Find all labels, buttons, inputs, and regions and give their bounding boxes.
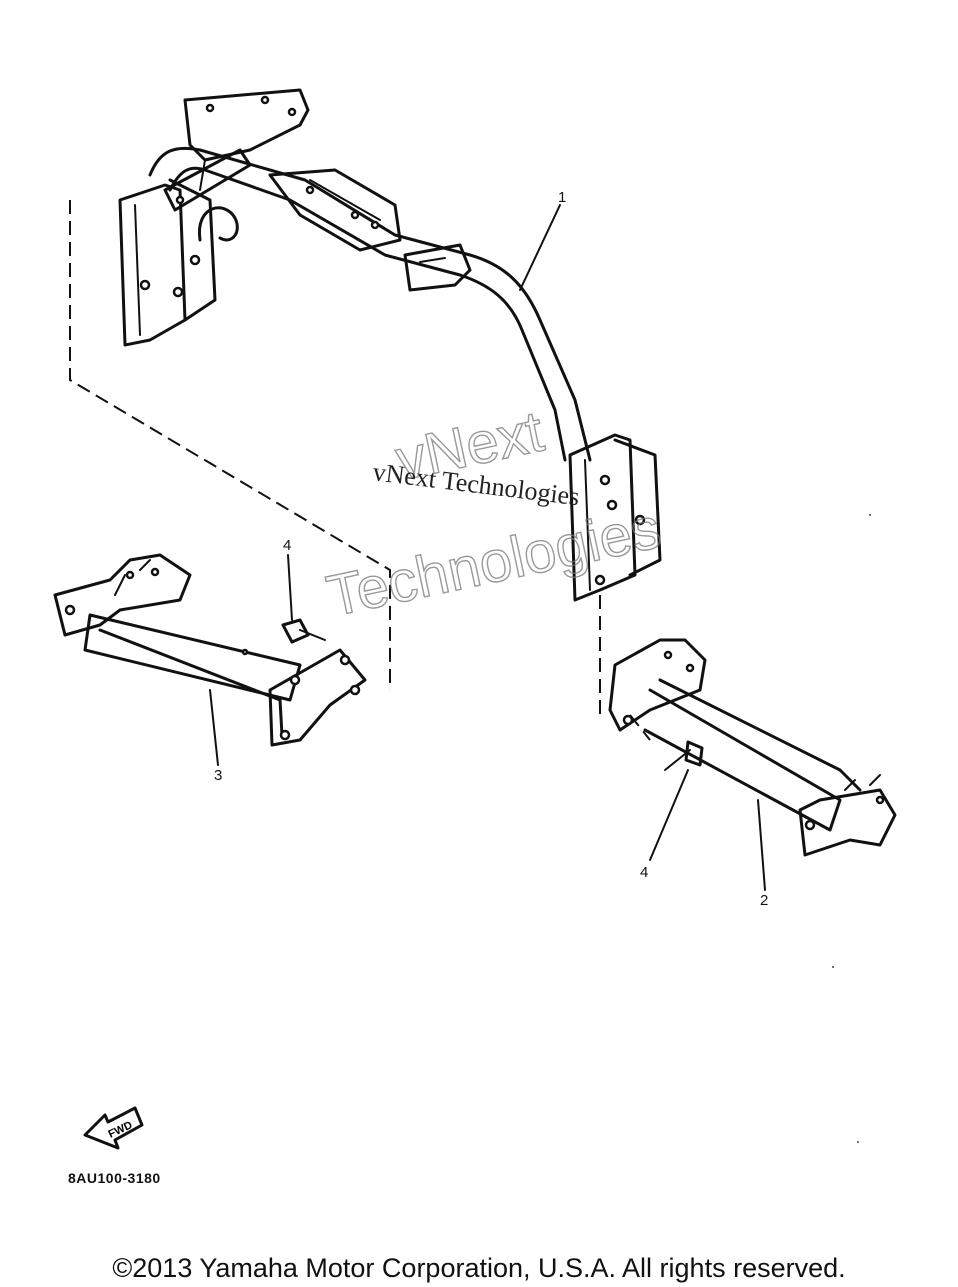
callout-part-3: 3: [214, 767, 222, 784]
leader-line-part-4b: [649, 769, 689, 861]
leader-line-part-1: [519, 204, 561, 291]
callout-part-4b: 4: [640, 864, 648, 881]
steering-bar-part-1: [118, 88, 662, 602]
bracket-part-2: [608, 638, 897, 857]
callout-part-2: 2: [760, 892, 768, 909]
part-code: 8AU100-3180: [68, 1170, 161, 1186]
leader-line-part-3: [209, 689, 219, 766]
watermark: vNext Technologies vNext Technologies: [321, 398, 667, 630]
copyright-footer: ©2013 Yamaha Motor Corporation, U.S.A. A…: [112, 1253, 846, 1283]
callout-part-4a: 4: [283, 537, 291, 554]
bolt-part-4b: [664, 740, 704, 771]
alignment-lines: [69, 200, 651, 741]
callout-part-1: 1: [558, 189, 566, 206]
leader-line-part-4a: [287, 554, 293, 621]
bracket-part-3: [53, 553, 367, 747]
leader-line-part-2: [757, 799, 766, 891]
watermark-outline-bottom: Technologies: [321, 495, 666, 629]
fwd-arrow-icon: FWD: [83, 1106, 144, 1150]
bolt-part-4a: [281, 618, 326, 644]
